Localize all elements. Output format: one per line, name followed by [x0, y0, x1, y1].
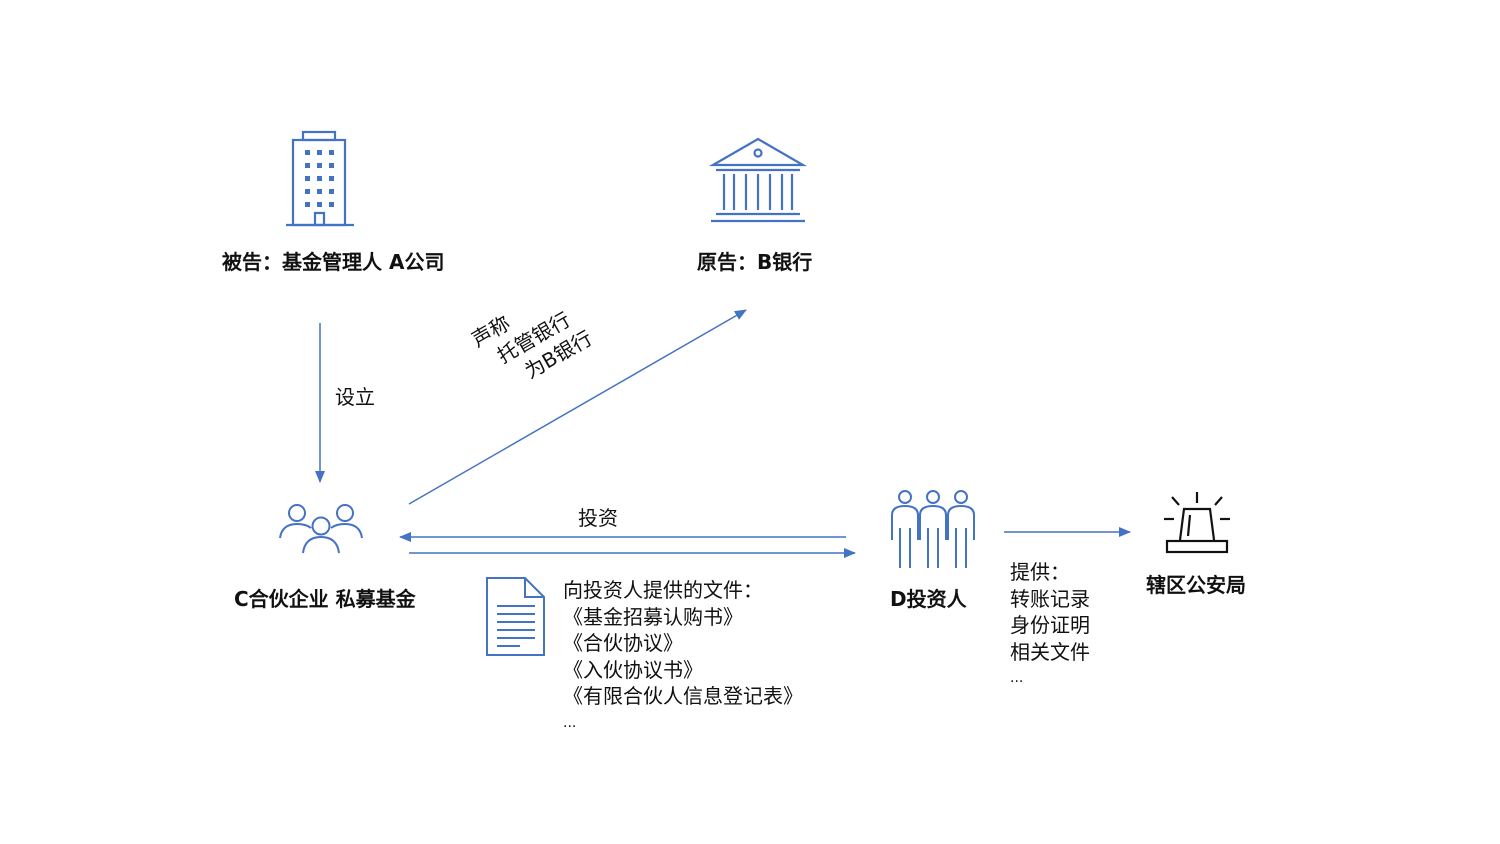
fund-label: C合伙企业 私募基金 — [234, 587, 416, 611]
document-icon — [486, 577, 545, 656]
invest-label: 投资 — [578, 506, 618, 530]
defendant-label: 被告：基金管理人 A公司 — [222, 250, 445, 274]
people-group-icon — [279, 504, 363, 554]
evidence-item: 相关文件 — [1010, 639, 1090, 664]
evidence-heading: 提供： — [1010, 560, 1070, 584]
office-building-icon — [286, 130, 354, 227]
investors-icon — [891, 490, 975, 568]
evidence-item-ellipsis: ... — [1010, 670, 1024, 686]
police-siren-icon — [1164, 492, 1230, 554]
bank-icon — [708, 137, 808, 223]
document-item: 《基金招募认购书》 — [563, 604, 743, 629]
investor-label: D投资人 — [890, 587, 967, 611]
plaintiff-label: 原告：B银行 — [697, 250, 813, 274]
evidence-item: 转账记录 — [1010, 586, 1090, 611]
document-item: 《合伙协议》 — [563, 631, 683, 655]
documents-heading: 向投资人提供的文件： — [563, 578, 763, 602]
document-item: 《有限合伙人信息登记表》 — [563, 684, 803, 708]
documents-list: 向投资人提供的文件： 《基金招募认购书》 《合伙协议》 《入伙协议书》 《有限合… — [563, 577, 803, 736]
evidence-item: 身份证明 — [1010, 613, 1090, 637]
document-item-ellipsis: ... — [563, 714, 577, 731]
arrow-claim — [408, 309, 747, 505]
establish-label: 设立 — [335, 385, 375, 409]
document-item: 《入伙协议书》 — [563, 657, 703, 682]
police-label: 辖区公安局 — [1146, 573, 1246, 597]
evidence-list: 提供： 转账记录 身份证明 相关文件 ... — [1010, 559, 1090, 692]
